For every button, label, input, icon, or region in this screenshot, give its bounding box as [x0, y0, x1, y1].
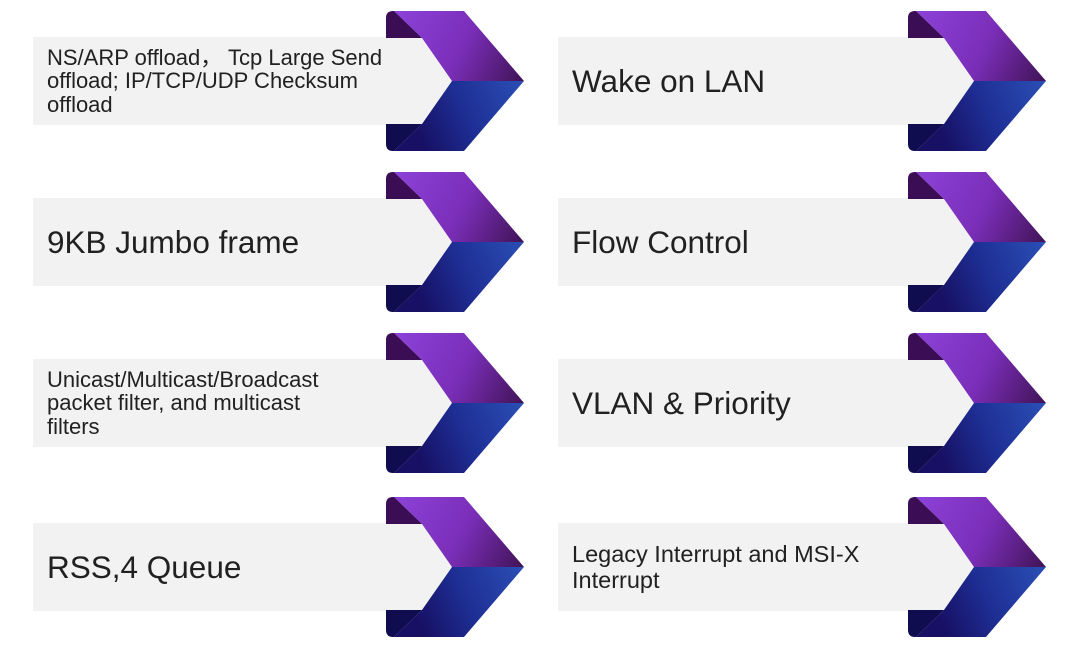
- chevron-right-icon: [908, 333, 1046, 473]
- feature-label-box: Flow Control: [558, 198, 1000, 286]
- chevron-right-icon: [908, 497, 1046, 637]
- feature-label: VLAN & Priority: [572, 385, 791, 421]
- tile-flow-control: Flow Control: [558, 172, 1046, 312]
- chevron-right-icon: [908, 11, 1046, 151]
- feature-label-box: 9KB Jumbo frame: [33, 198, 470, 286]
- feature-label-box: RSS,4 Queue: [33, 523, 470, 611]
- feature-label-box: Wake on LAN: [558, 37, 1000, 125]
- feature-label: Flow Control: [572, 224, 749, 260]
- chevron-right-icon: [386, 497, 524, 637]
- tile-jumbo-frame: 9KB Jumbo frame: [33, 172, 524, 312]
- tile-wake-on-lan: Wake on LAN: [558, 11, 1046, 151]
- feature-label-box: Unicast/Multicast/Broadcast packet filte…: [33, 359, 470, 447]
- chevron-right-icon: [386, 11, 524, 151]
- tile-vlan-priority: VLAN & Priority: [558, 333, 1046, 473]
- tile-offloads: NS/ARP offload， Tcp Large Send offload; …: [33, 11, 524, 151]
- feature-label: NS/ARP offload， Tcp Large Send offload; …: [47, 44, 383, 117]
- tile-interrupts: Legacy Interrupt and MSI-X Interrupt: [558, 497, 1046, 637]
- tile-rss-queue: RSS,4 Queue: [33, 497, 524, 637]
- feature-label-box: VLAN & Priority: [558, 359, 1000, 447]
- feature-label: Legacy Interrupt and MSI-X Interrupt: [572, 540, 860, 594]
- chevron-right-icon: [386, 333, 524, 473]
- chevron-right-icon: [386, 172, 524, 312]
- feature-label: RSS,4 Queue: [47, 549, 242, 585]
- feature-label: 9KB Jumbo frame: [47, 224, 300, 260]
- feature-label: Unicast/Multicast/Broadcast packet filte…: [47, 366, 319, 439]
- tile-packet-filters: Unicast/Multicast/Broadcast packet filte…: [33, 333, 524, 473]
- feature-label-box: NS/ARP offload， Tcp Large Send offload; …: [33, 37, 470, 125]
- feature-label-box: Legacy Interrupt and MSI-X Interrupt: [558, 523, 1000, 611]
- feature-label: Wake on LAN: [572, 63, 766, 99]
- chevron-right-icon: [908, 172, 1046, 312]
